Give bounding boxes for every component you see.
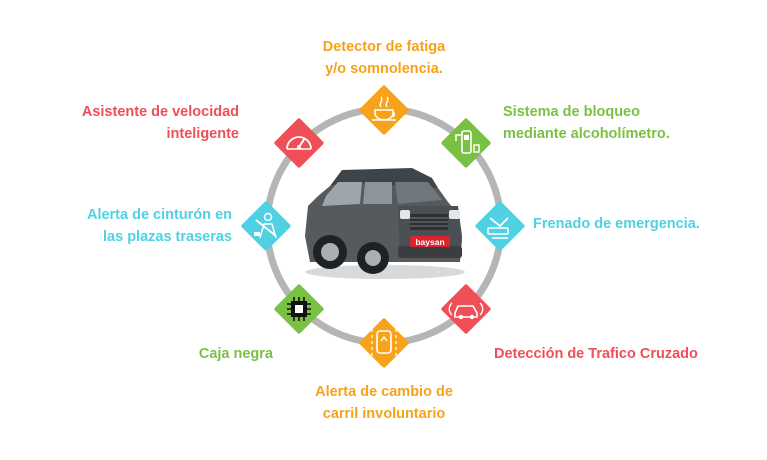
feature-node-seatbelt (241, 201, 291, 251)
brake-pedal-icon (487, 217, 509, 239)
feature-label-alcohol: Sistema de bloqueo mediante alcoholímetro… (503, 101, 670, 145)
feature-diamond (241, 201, 291, 251)
feature-node-blackbox (274, 284, 324, 334)
feature-label-line: y/o somnolencia. (325, 61, 443, 77)
feature-label-seatbelt: Alerta de cinturón en las plazas traseras (87, 204, 232, 248)
feature-node-fatigue (359, 85, 409, 135)
feature-label-braking: Frenado de emergencia. (533, 213, 700, 235)
feature-label-line: las plazas traseras (103, 229, 232, 245)
feature-label-line: Detector de fatiga (322, 39, 446, 55)
feature-label-line: Alerta de cambio de (315, 384, 453, 400)
suv-car-image: baysan (305, 168, 465, 279)
feature-label-line: Frenado de emergencia. (533, 216, 700, 232)
feature-label-blackbox: Caja negra (199, 343, 273, 365)
chip-icon (287, 297, 311, 321)
license-plate (410, 236, 450, 247)
feature-node-lane (359, 318, 409, 368)
feature-label-line: Asistente de velocidad (81, 104, 239, 120)
feature-label-line: Detección de Trafico Cruzado (494, 346, 698, 362)
seatbelt-icon (254, 212, 277, 239)
feature-label-cross-traffic: Detección de Trafico Cruzado (494, 343, 698, 365)
breathalyzer-icon (455, 130, 480, 154)
feature-label-line: carril involuntario (322, 406, 446, 422)
feature-label-speed: Asistente de velocidad inteligente (82, 101, 239, 145)
feature-label-fatigue: Detector de fatiga y/o somnolencia. (323, 36, 445, 80)
feature-diamond (359, 318, 409, 368)
steaming-cup-icon (372, 96, 396, 121)
feature-diamond (274, 118, 324, 168)
car-radar-icon (448, 302, 484, 320)
feature-node-speed (274, 118, 324, 168)
feature-label-lane: Alerta de cambio de carril involuntario (315, 381, 453, 425)
feature-label-line: Caja negra (198, 346, 273, 362)
feature-diamond (441, 118, 491, 168)
feature-diamond (441, 284, 491, 334)
feature-label-line: inteligente (166, 126, 239, 142)
feature-label-line: Alerta de cinturón en (86, 207, 232, 223)
plate-brand-text: baysan (415, 237, 444, 247)
feature-label-line: Sistema de bloqueo (503, 104, 640, 120)
feature-node-braking (475, 201, 525, 251)
feature-node-cross-traffic (441, 284, 491, 334)
speedometer-icon (286, 136, 312, 150)
lane-change-icon (371, 329, 397, 357)
feature-node-alcohol (441, 118, 491, 168)
feature-label-line: mediante alcoholímetro. (503, 126, 670, 142)
